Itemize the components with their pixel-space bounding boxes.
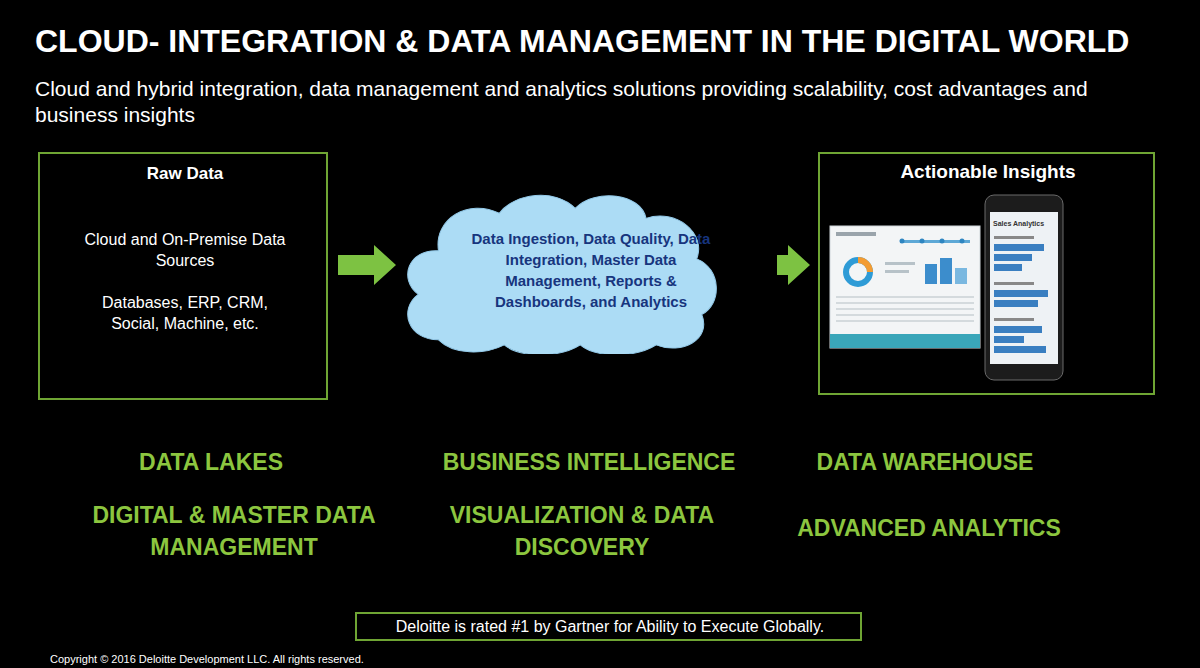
- capability-label: DATA WAREHOUSE: [775, 446, 1075, 478]
- rating-text: Deloitte is rated #1 by Gartner for Abil…: [360, 617, 860, 637]
- flow-arrow: [338, 245, 396, 285]
- cloud-fill: [408, 195, 717, 354]
- box-text: Databases, ERP, CRM, Social, Machine, et…: [85, 292, 285, 334]
- capability-label: BUSINESS INTELLIGENCE: [419, 446, 759, 478]
- copyright-note: Copyright © 2016 Deloitte Development LL…: [50, 652, 570, 666]
- insights-box: Actionable Insights: [818, 152, 1155, 395]
- capability-label: VISUALIZATION & DATA DISCOVERY: [422, 499, 742, 563]
- box-text: Cloud and On-Premise Data Sources: [78, 229, 293, 271]
- desktop-dashboard: [830, 226, 980, 348]
- box-heading: Raw Data: [55, 164, 315, 184]
- flow-arrow: [777, 245, 810, 285]
- cloud-shape: Data Ingestion, Data Quality, Data Integ…: [398, 188, 722, 354]
- cloud-text: Data Ingestion, Data Quality, Data Integ…: [471, 228, 711, 312]
- source-box: Raw DataCloud and On-Premise Data Source…: [38, 152, 328, 400]
- screen-title: Sales Analytics: [993, 219, 1055, 228]
- box-heading: Actionable Insights: [838, 160, 1138, 184]
- diagram-subtitle: Cloud and hybrid integration, data manag…: [35, 76, 1125, 128]
- rating-box: Deloitte is rated #1 by Gartner for Abil…: [355, 612, 862, 641]
- capability-label: DATA LAKES: [71, 446, 351, 478]
- cloud-outline: [398, 188, 722, 354]
- diagram-title: CLOUD- INTEGRATION & DATA MANAGEMENT IN …: [35, 22, 1195, 60]
- capability-label: DIGITAL & MASTER DATA MANAGEMENT: [74, 499, 394, 563]
- phone-dashboard: [985, 195, 1063, 380]
- capability-label: ADVANCED ANALYTICS: [769, 512, 1089, 544]
